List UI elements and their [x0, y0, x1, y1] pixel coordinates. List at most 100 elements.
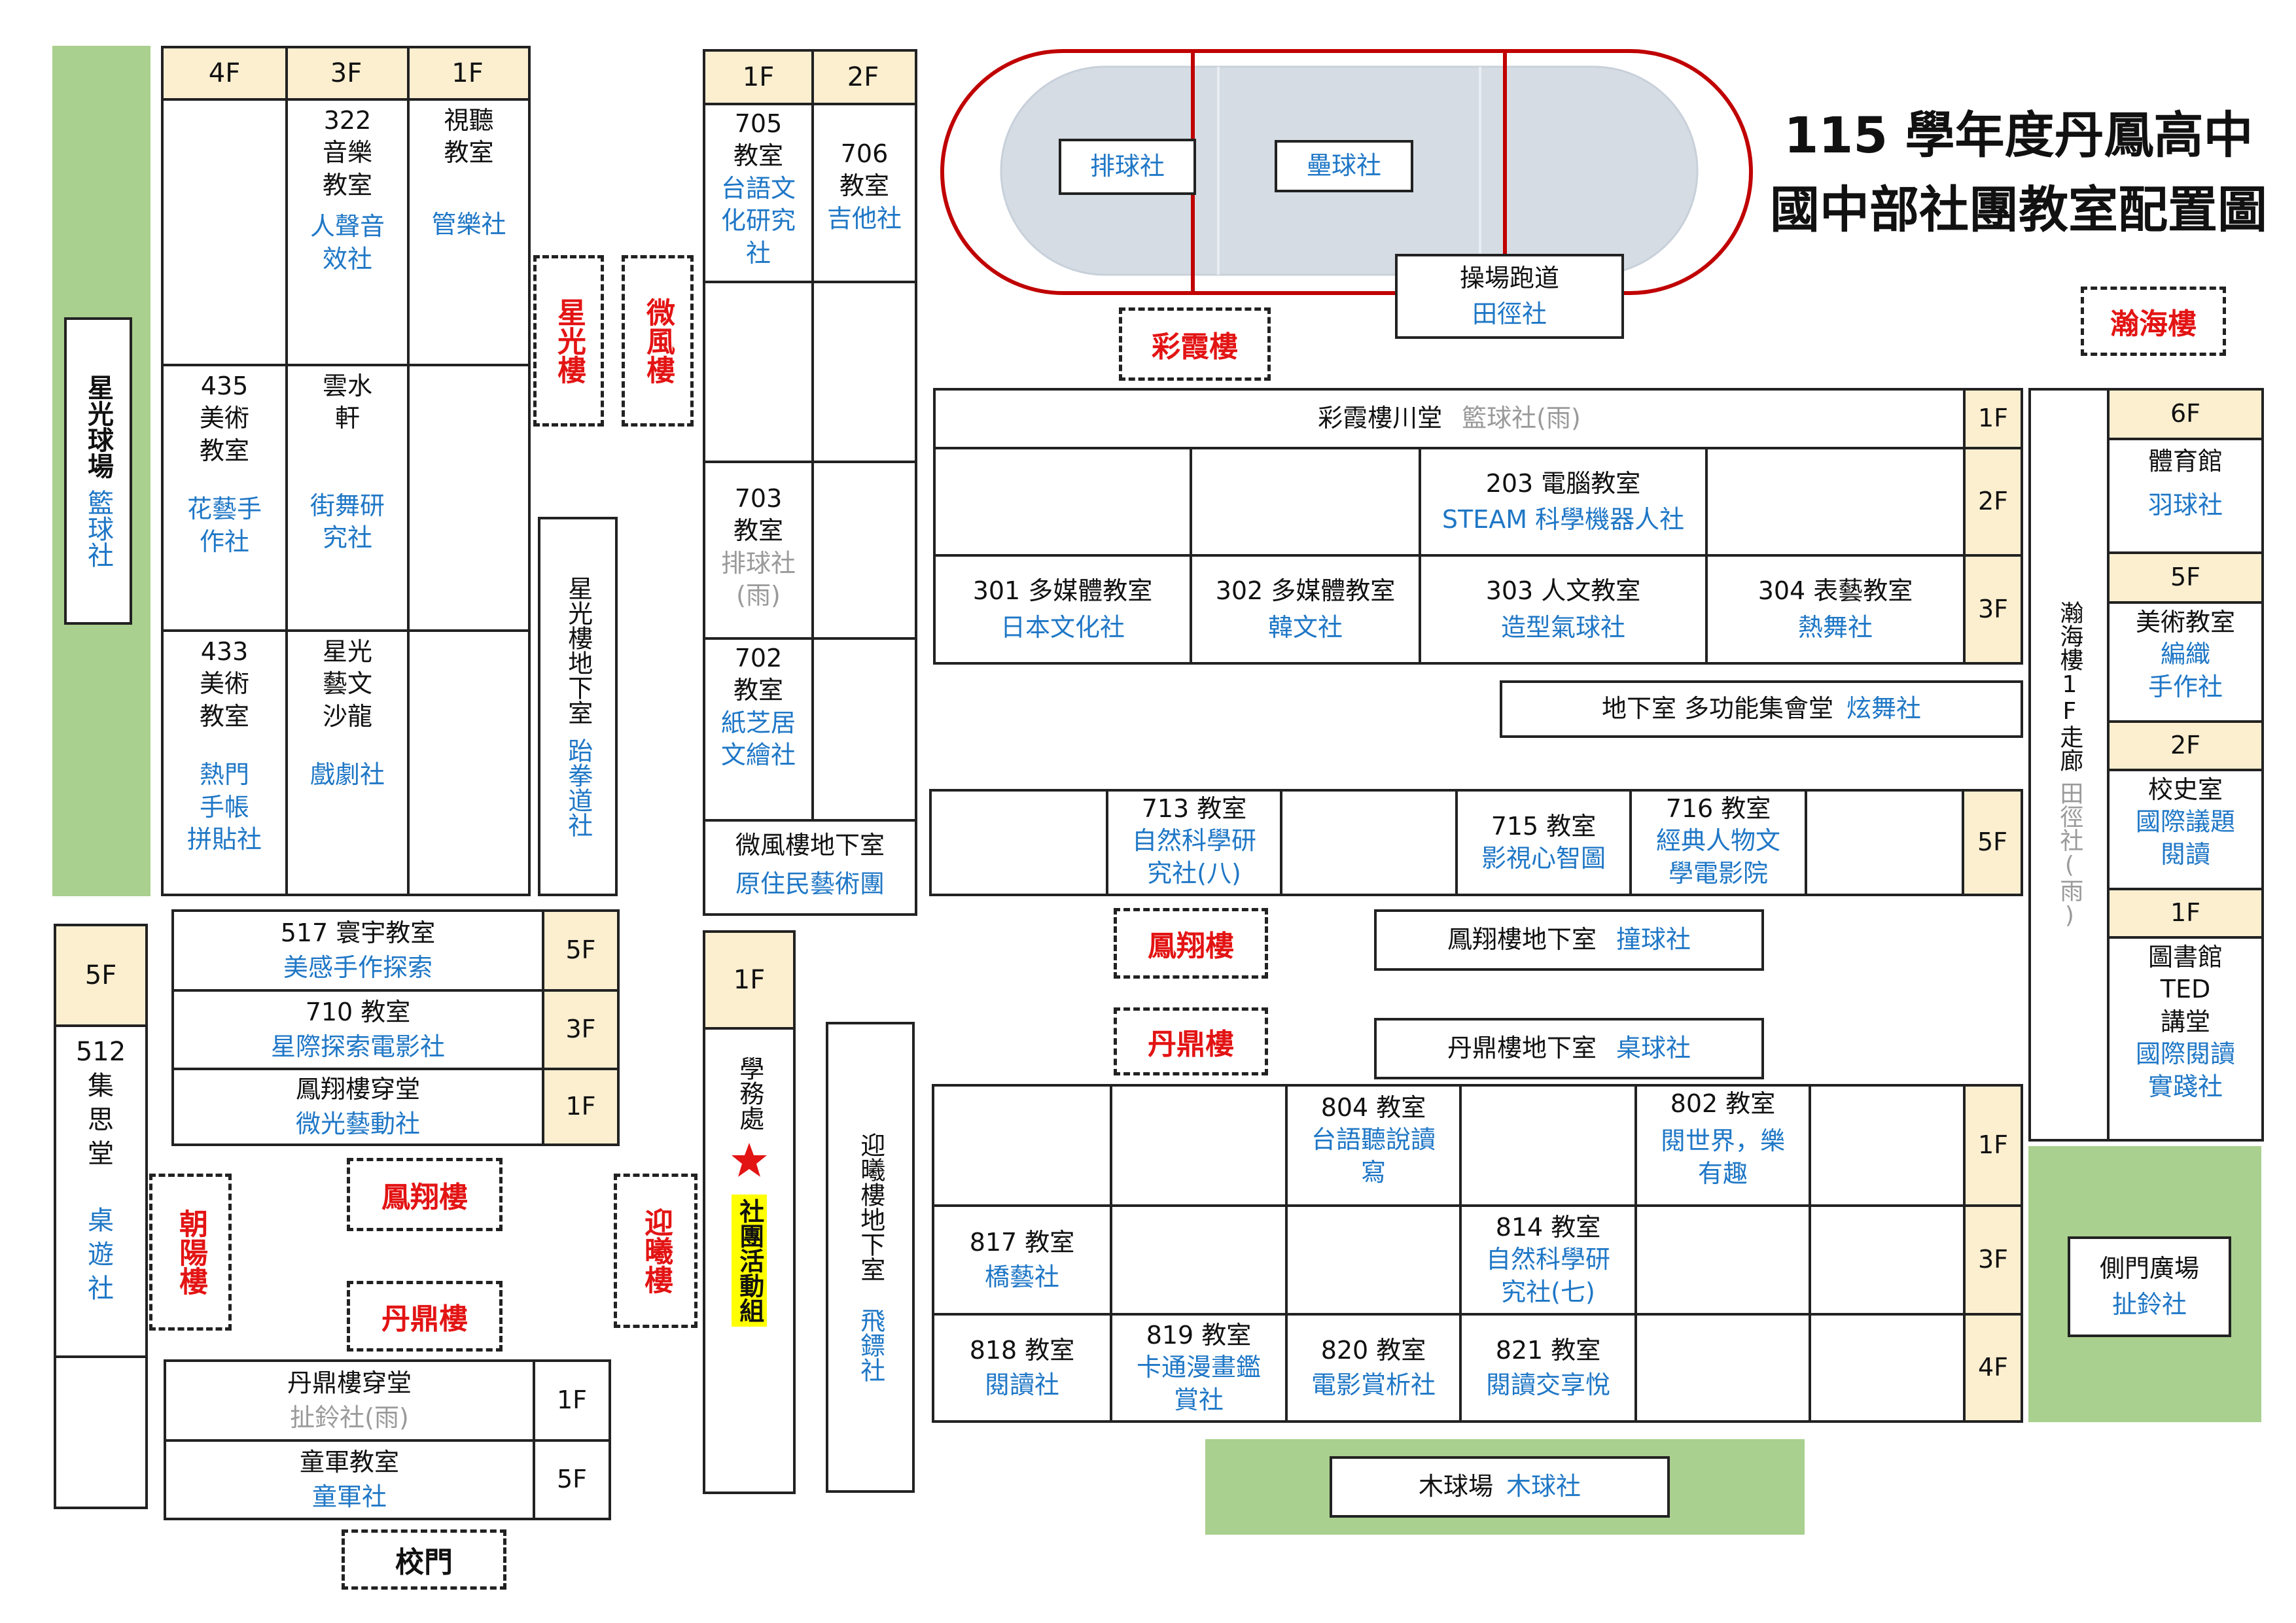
hanhai-corridor[interactable]: 瀚海樓1F走廊 田徑社(雨) — [2031, 391, 2107, 1139]
scout-room[interactable]: 童軍教室 童軍社 — [166, 1442, 533, 1518]
student-affairs-office[interactable]: 1F 學務處 社團活動組 — [703, 930, 796, 1494]
room-art[interactable]: 美術教室 編織 手作社 — [2110, 604, 2261, 720]
room-gym-club: 羽球社 — [2147, 491, 2223, 520]
room-gym-label: 體育館 — [2147, 447, 2223, 476]
room-705[interactable]: 705 教室 台語文 化研究 社 — [705, 105, 811, 281]
court-name: 星光球場 — [83, 374, 113, 479]
room-713[interactable]: 713 教室 自然科學研 究社(八) — [1108, 792, 1280, 894]
page-title: 115 學年度丹鳳高中 國中部社團教室配置圖 — [1760, 98, 2277, 247]
side-gate-name: 側門廣場 — [2099, 1253, 2199, 1283]
room-517[interactable]: 517 寰宇教室 美感手作探索 — [174, 912, 542, 989]
room-715[interactable]: 715 教室 影視心智圖 — [1458, 792, 1629, 894]
room-821[interactable]: 821 教室 閱讀交享悅 — [1462, 1316, 1634, 1420]
room-716[interactable]: 716 教室 經典人物文 學電影院 — [1632, 792, 1805, 894]
danding-hallway-floor: 1F — [556, 1386, 588, 1415]
room-818[interactable]: 818 教室 閱讀社 — [934, 1316, 1110, 1420]
room-history[interactable]: 校史室 國際議題 閱讀 — [2110, 771, 2261, 888]
yingxi-basement[interactable]: 迎曦樓地下室 飛鏢社 — [826, 1022, 915, 1493]
room-302-label: 302 多媒體教室 — [1215, 576, 1396, 606]
fengxiang-hallway-club: 微光藝動社 — [295, 1109, 420, 1138]
room-703[interactable]: 703 教室 排球社 (雨) — [705, 463, 811, 637]
caixia-floor-1f: 1F — [1966, 391, 2021, 447]
caixia-hall[interactable]: 彩霞樓川堂 籃球社(雨) — [936, 391, 1963, 447]
xingguang-basement-name: 星光樓地下室 — [563, 576, 593, 725]
track[interactable]: 操場跑道 田徑社 — [1395, 254, 1624, 339]
hall-512[interactable]: 5F 512 集 思 堂 桌 遊 社 — [54, 924, 148, 1509]
room-433[interactable]: 433 美術 教室 熱門 手帳 拼貼社 — [164, 632, 285, 894]
track-name: 操場跑道 — [1459, 263, 1559, 292]
room-817-label: 817 教室 — [969, 1227, 1075, 1257]
room-517-club: 美感手作探索 — [283, 953, 433, 982]
lower-stack-grid: 丹鼎樓穿堂 扯鈴社(雨) 1F 童軍教室 童軍社 5F — [164, 1359, 611, 1520]
caixia-basement-name: 地下室 多功能集會堂 — [1601, 694, 1834, 724]
room-710-label: 710 教室 — [305, 997, 411, 1026]
room-818-label: 818 教室 — [969, 1335, 1075, 1365]
room-802[interactable]: 802 教室 閱世界，樂 有趣 — [1637, 1087, 1809, 1204]
yingxi-basement-club: 飛鏢社 — [856, 1308, 885, 1382]
room-819-label: 819 教室 — [1146, 1320, 1252, 1350]
title-line-2: 國中部社團教室配置圖 — [1770, 181, 2267, 239]
room-yunshuixuan-club: 街舞研 究社 — [309, 491, 385, 553]
room-702[interactable]: 702 教室 紙芝居 文繪社 — [705, 640, 811, 819]
room-history-club: 國際議題 閱讀 — [2135, 807, 2235, 869]
room-xingguang-salon[interactable]: 星光 藝文 沙龍 戲劇社 — [288, 632, 407, 894]
room-302[interactable]: 302 多媒體教室 韓文社 — [1192, 557, 1419, 662]
room-817-club: 橋藝社 — [984, 1263, 1059, 1291]
left-stack-grid: 517 寰宇教室 美感手作探索 5F 710 教室 星際探索電影社 3F 鳳翔樓… — [171, 909, 620, 1146]
office-floor: 1F — [705, 933, 793, 1027]
fengxiang-basement[interactable]: 鳳翔樓地下室 撞球社 — [1374, 909, 1764, 971]
room-art-label: 美術教室 — [2135, 608, 2235, 637]
room-salon-label: 星光 藝文 沙龍 — [322, 637, 372, 731]
school-gate[interactable]: 校門 — [342, 1529, 506, 1590]
fengxiang-hallway[interactable]: 鳳翔樓穿堂 微光藝動社 — [174, 1070, 542, 1143]
room-802-label: 802 教室 — [1670, 1089, 1776, 1118]
room-804[interactable]: 804 教室 台語聽說讀 寫 — [1288, 1087, 1459, 1204]
room-322-club: 人聲音 效社 — [309, 212, 385, 273]
room-820[interactable]: 820 教室 電影賞析社 — [1288, 1316, 1459, 1420]
room-av-club: 管樂社 — [431, 209, 506, 239]
room-814[interactable]: 814 教室 自然科學研 究社(七) — [1462, 1207, 1634, 1313]
danding-basement[interactable]: 丹鼎樓地下室 桌球社 — [1374, 1018, 1764, 1079]
building-b-grid: 1F 2F 705 教室 台語文 化研究 社 706 教室 吉他社 703 教室… — [703, 49, 917, 916]
room-814-club: 自然科學研 究社(七) — [1485, 1245, 1610, 1306]
track-club: 田徑社 — [1472, 300, 1547, 328]
danding-hallway[interactable]: 丹鼎樓穿堂 扯鈴社(雨) — [166, 1362, 533, 1439]
room-703-club: 排球社 (雨) — [720, 548, 796, 610]
room-203[interactable]: 203 電腦教室 STEAM 科學機器人社 — [1421, 449, 1705, 554]
room-303[interactable]: 303 人文教室 造型氣球社 — [1421, 557, 1705, 662]
caixia-floor-2f: 2F — [1966, 449, 2021, 554]
room-322[interactable]: 322 音樂 教室 人聲音 效社 — [288, 101, 407, 364]
room-818-club: 閱讀社 — [984, 1370, 1059, 1399]
room-yunshuixuan[interactable]: 雲水 軒 街舞研 究社 — [288, 366, 407, 629]
room-710[interactable]: 710 教室 星際探索電影社 — [174, 992, 542, 1068]
room-history-label: 校史室 — [2147, 775, 2223, 804]
weifeng-basement[interactable]: 微風樓地下室 原住民藝術團 — [705, 822, 915, 913]
room-435-label: 435 美術 教室 — [199, 372, 249, 465]
woodball-field[interactable]: 木球場 木球社 — [1330, 1456, 1670, 1518]
side-gate-plaza[interactable]: 側門廣場 扯鈴社 — [2068, 1236, 2231, 1337]
room-gym[interactable]: 體育館 羽球社 — [2110, 440, 2261, 551]
xingguang-court-sign[interactable]: 星光球場 籃球社 — [64, 317, 132, 625]
hall-512-label: 512 集 思 堂 — [75, 1037, 126, 1169]
caixia-basement[interactable]: 地下室 多功能集會堂 炫舞社 — [1500, 680, 2023, 738]
hanhai-floor-5f: 5F — [2110, 554, 2261, 601]
xingguang-basement-club: 跆拳道社 — [563, 738, 593, 837]
room-817[interactable]: 817 教室 橋藝社 — [934, 1207, 1110, 1313]
room-802-club: 閱世界，樂 有趣 — [1660, 1126, 1785, 1188]
room-304[interactable]: 304 表藝教室 熱舞社 — [1708, 557, 1963, 662]
volleyball-field[interactable]: 排球社 — [1059, 139, 1196, 195]
weifeng-basement-club: 原住民藝術團 — [735, 869, 885, 899]
room-819[interactable]: 819 教室 卡通漫畫鑑 賞社 — [1112, 1316, 1285, 1420]
room-301[interactable]: 301 多媒體教室 日本文化社 — [936, 557, 1190, 662]
room-library[interactable]: 圖書館 TED 講堂 國際閱讀 實踐社 — [2110, 939, 2261, 1139]
room-salon-club: 戲劇社 — [309, 760, 385, 790]
softball-field[interactable]: 壘球社 — [1275, 140, 1413, 192]
caixia-basement-club: 炫舞社 — [1846, 694, 1922, 724]
row-713-floor: 5F — [1964, 792, 2021, 894]
room-av[interactable]: 視聽 教室 管樂社 — [410, 101, 528, 364]
room-435[interactable]: 435 美術 教室 花藝手 作社 — [164, 366, 285, 629]
room-706[interactable]: 706 教室 吉他社 — [814, 105, 915, 281]
title-line-1: 115 學年度丹鳳高中 — [1784, 106, 2253, 164]
room-art-club: 編織 手作社 — [2147, 640, 2223, 701]
xingguang-basement[interactable]: 星光樓地下室 跆拳道社 — [538, 517, 618, 896]
